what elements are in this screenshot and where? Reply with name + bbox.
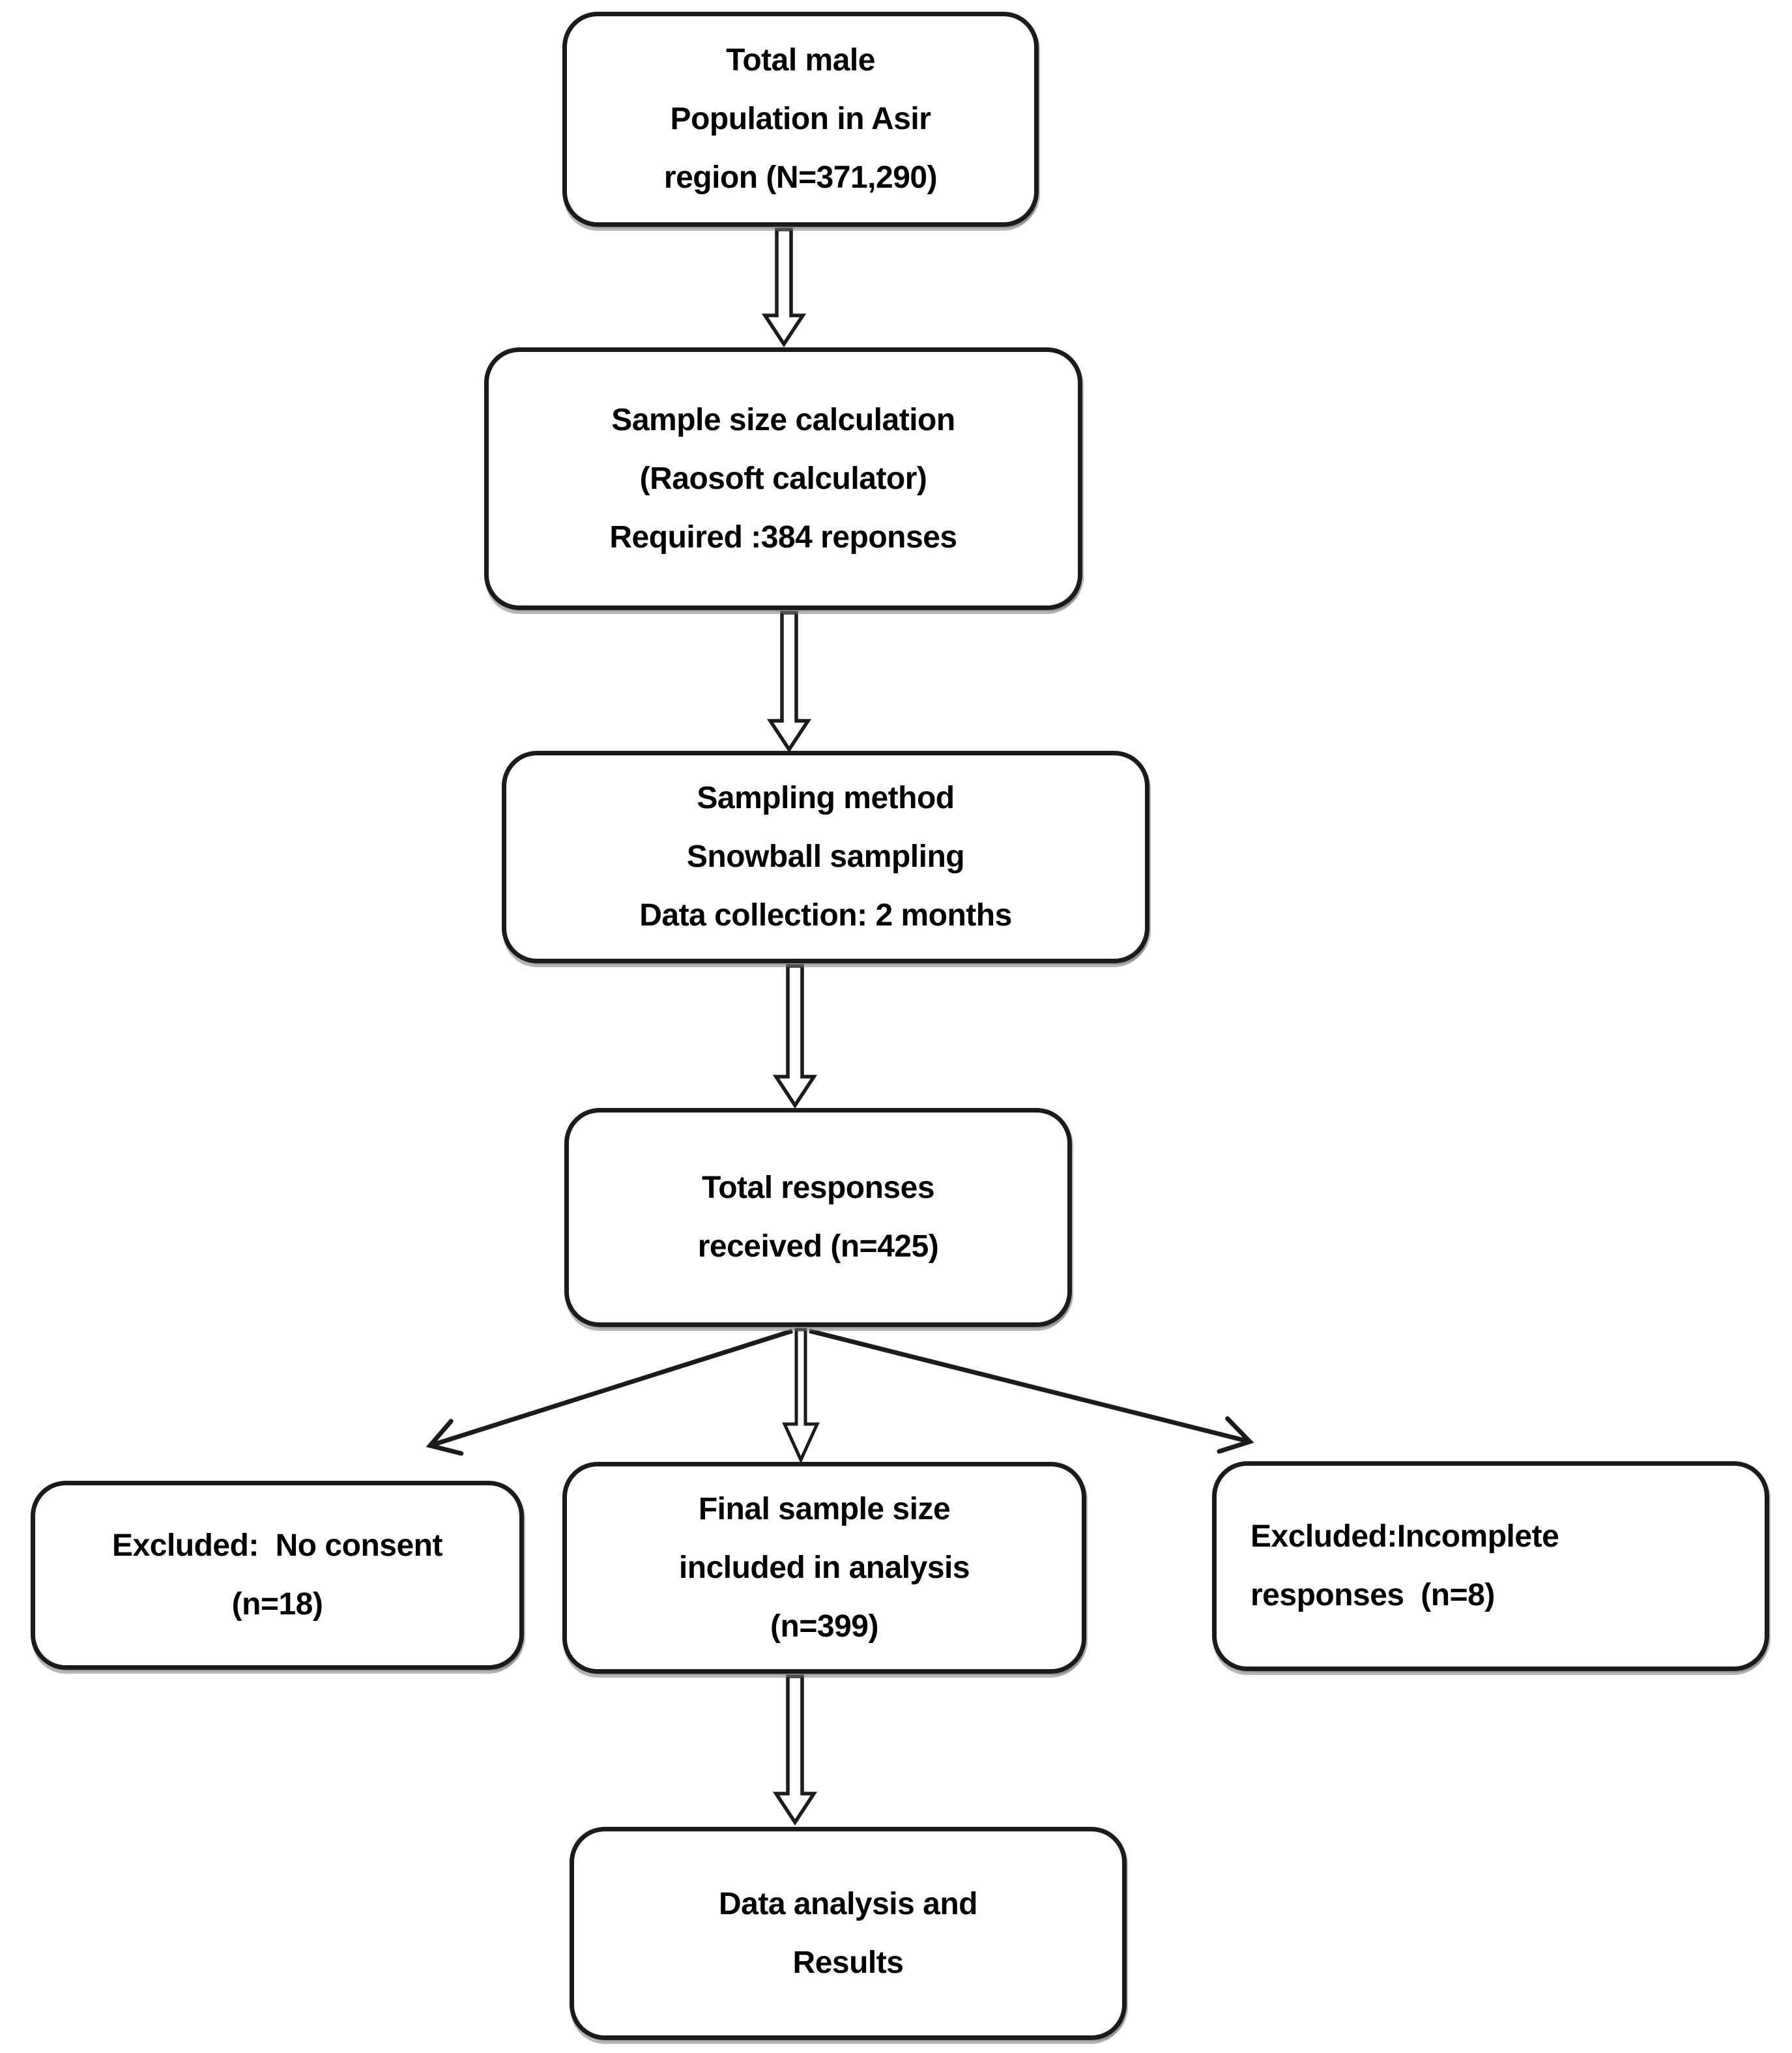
node-sampling-method-label: Sampling method Snowball sampling Data c… bbox=[639, 781, 1012, 933]
node-data-analysis-results: Data analysis and Results bbox=[570, 1827, 1127, 2040]
node-sample-size-calculation: Sample size calculation (Raosoft calcula… bbox=[484, 347, 1082, 610]
node-total-male-population-label: Total male Population in Asir region (N=… bbox=[663, 43, 938, 195]
node-sample-size-calculation-label: Sample size calculation (Raosoft calcula… bbox=[609, 402, 957, 555]
node-total-responses: Total responses received (n=425) bbox=[564, 1108, 1072, 1327]
arrow-samplesize-to-samplingmethod-icon bbox=[766, 611, 812, 753]
node-total-responses-label: Total responses received (n=425) bbox=[697, 1171, 939, 1264]
arrow-totalresponses-to-excludedconsent-icon bbox=[426, 1328, 794, 1456]
arrow-finalsample-to-dataanalysis-icon bbox=[772, 1674, 818, 1826]
node-excluded-no-consent: Excluded: No consent (n=18) bbox=[31, 1481, 524, 1670]
node-total-male-population: Total male Population in Asir region (N=… bbox=[562, 12, 1039, 227]
node-sampling-method: Sampling method Snowball sampling Data c… bbox=[502, 751, 1149, 963]
node-excluded-incomplete: Excluded:Incomplete responses (n=8) bbox=[1212, 1461, 1769, 1671]
node-final-sample-size-label: Final sample size included in analysis (… bbox=[678, 1491, 970, 1644]
arrow-totalresponses-to-finalsample-icon bbox=[782, 1328, 820, 1464]
arrow-population-to-samplesize-icon bbox=[761, 227, 807, 347]
node-excluded-no-consent-label: Excluded: No consent (n=18) bbox=[112, 1528, 442, 1622]
node-excluded-incomplete-label: Excluded:Incomplete responses (n=8) bbox=[1250, 1519, 1559, 1612]
arrow-samplingmethod-to-totalresponses-icon bbox=[772, 964, 818, 1109]
arrow-totalresponses-to-excludedincomplete-icon bbox=[809, 1328, 1254, 1454]
node-data-analysis-results-label: Data analysis and Results bbox=[718, 1886, 978, 1980]
node-final-sample-size: Final sample size included in analysis (… bbox=[562, 1462, 1086, 1674]
